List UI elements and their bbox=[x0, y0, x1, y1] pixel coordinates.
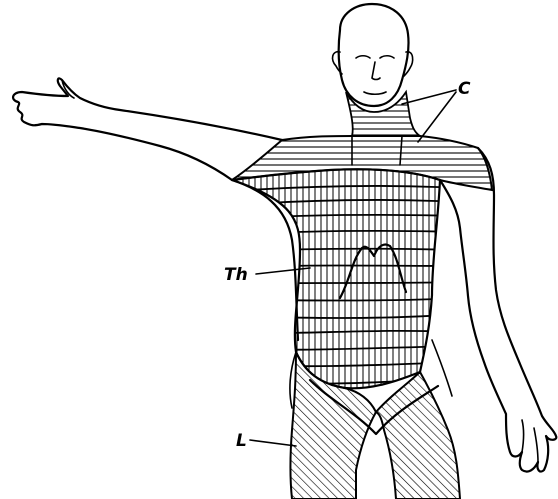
thoracic-region bbox=[220, 160, 460, 400]
neck-hatched bbox=[346, 92, 420, 136]
hanging-arm-outline bbox=[440, 148, 556, 472]
label-c: C bbox=[458, 79, 471, 99]
right-thigh-hatched bbox=[376, 372, 460, 499]
leader-line-c-shoulder bbox=[418, 92, 456, 142]
head-outline bbox=[339, 4, 409, 106]
right-eye bbox=[380, 56, 394, 58]
nose bbox=[372, 62, 380, 80]
label-th: Th bbox=[224, 265, 248, 285]
raised-arm-outline bbox=[13, 78, 282, 180]
left-eye bbox=[356, 56, 370, 58]
label-l: L bbox=[236, 431, 247, 451]
mouth bbox=[364, 92, 386, 94]
label-l-group: L bbox=[236, 431, 296, 451]
label-th-group: Th bbox=[224, 265, 310, 285]
finger-line bbox=[522, 420, 524, 452]
finger-line bbox=[534, 428, 538, 462]
leader-line-l bbox=[250, 440, 296, 446]
